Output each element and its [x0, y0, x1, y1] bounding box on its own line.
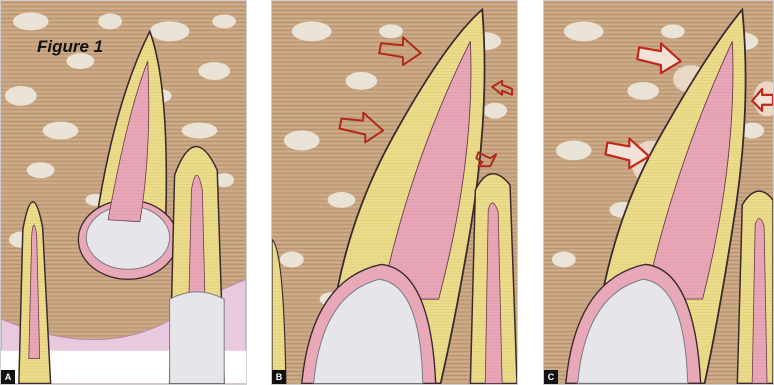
- panel-c: C: [543, 0, 774, 385]
- panel-b: B: [271, 0, 518, 385]
- figure-title: Figure 1: [37, 37, 103, 57]
- panel-c-illustration: [544, 1, 773, 384]
- panel-label-b: B: [272, 370, 286, 384]
- panel-label-a: A: [1, 370, 15, 384]
- panel-b-illustration: [272, 1, 517, 384]
- panel-a-illustration: [1, 1, 246, 384]
- panel-a: Figure 1 A: [0, 0, 247, 385]
- panel-label-c: C: [544, 370, 558, 384]
